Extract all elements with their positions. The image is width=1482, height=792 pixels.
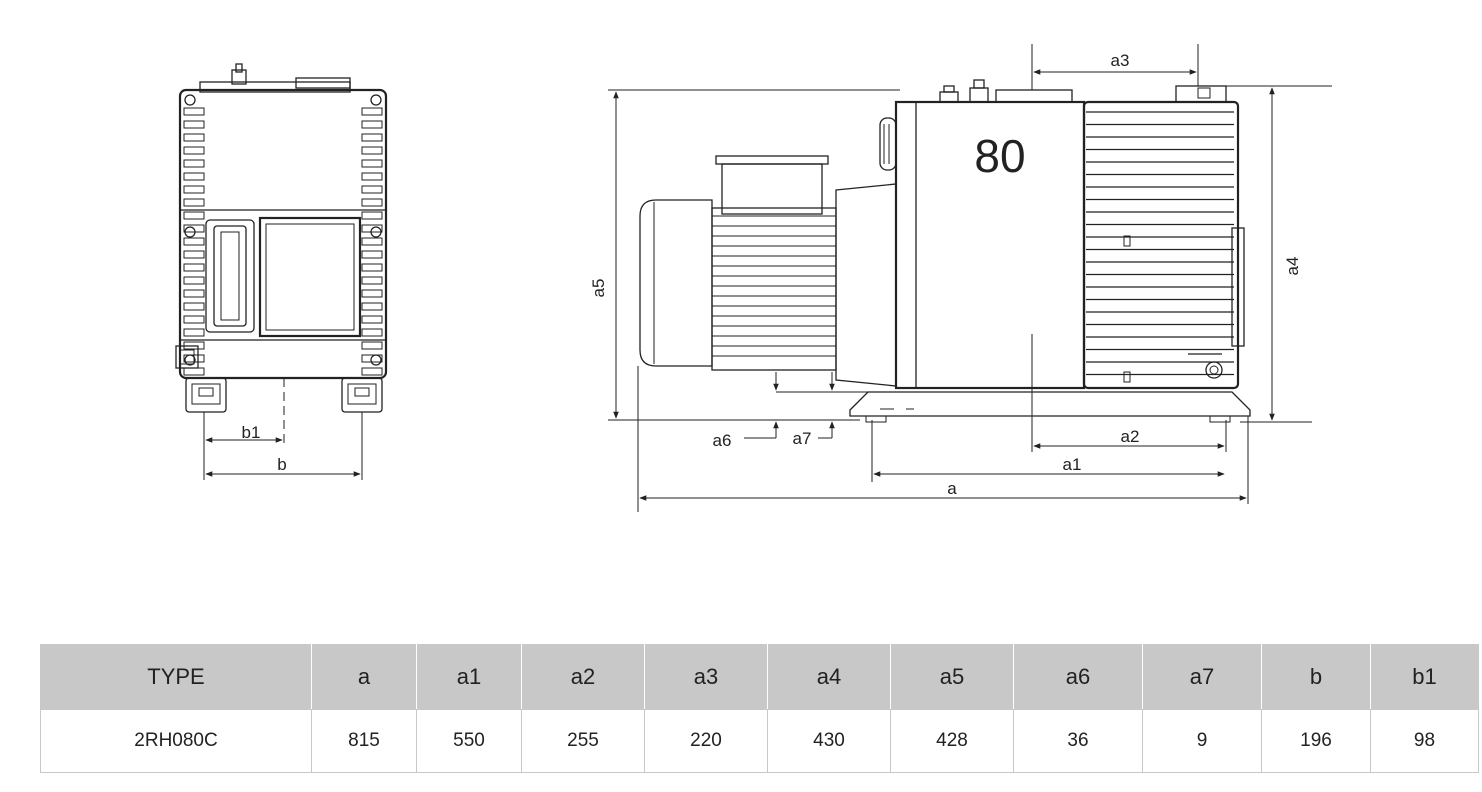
table-header-row: TYPE a a1 a2 a3 a4 a5 a6 a7 b b1 [40, 644, 1479, 710]
dim-label-a3: a3 [1111, 51, 1130, 70]
table-row: 2RH080C 815 550 255 220 430 428 36 9 196… [40, 709, 1479, 773]
technical-drawing: b1 b 80 [175, 44, 1332, 512]
col-header-b: b [1261, 644, 1371, 710]
pump-fins [1086, 111, 1234, 376]
cell-a3: 220 [644, 709, 768, 773]
cell-a4: 430 [767, 709, 891, 773]
motor-fins [712, 215, 836, 357]
dim-label-b: b [277, 455, 286, 474]
cooling-fins-right [361, 107, 383, 376]
col-header-a1: a1 [416, 644, 522, 710]
dim-label-b1: b1 [242, 423, 261, 442]
side-view: 80 a5 a4 [589, 44, 1332, 512]
col-header-a3: a3 [644, 644, 768, 710]
dim-label-a6: a6 [713, 431, 732, 450]
cooling-fins-left [183, 107, 205, 376]
model-badge: 80 [974, 130, 1025, 182]
col-header-a2: a2 [521, 644, 645, 710]
col-header-a5: a5 [890, 644, 1014, 710]
col-header-a4: a4 [767, 644, 891, 710]
col-header-b1: b1 [1370, 644, 1479, 710]
cell-a6: 36 [1013, 709, 1143, 773]
dim-label-a1: a1 [1063, 455, 1082, 474]
col-header-a6: a6 [1013, 644, 1143, 710]
dim-label-a5: a5 [589, 279, 608, 298]
col-header-type: TYPE [40, 644, 312, 710]
cell-type: 2RH080C [40, 709, 312, 773]
dim-label-a: a [947, 479, 957, 498]
cell-b1: 98 [1370, 709, 1479, 773]
dim-label-a2: a2 [1121, 427, 1140, 446]
col-header-a: a [311, 644, 417, 710]
cell-a7: 9 [1142, 709, 1262, 773]
col-header-a7: a7 [1142, 644, 1262, 710]
cell-a1: 550 [416, 709, 522, 773]
cell-a5: 428 [890, 709, 1014, 773]
dim-label-a4: a4 [1283, 257, 1302, 276]
cell-a2: 255 [521, 709, 645, 773]
dim-label-a7: a7 [793, 429, 812, 448]
cell-b: 196 [1261, 709, 1371, 773]
cell-a: 815 [311, 709, 417, 773]
front-view: b1 b [175, 63, 388, 480]
dimension-table: TYPE a a1 a2 a3 a4 a5 a6 a7 b b1 2RH080C… [40, 644, 1479, 773]
